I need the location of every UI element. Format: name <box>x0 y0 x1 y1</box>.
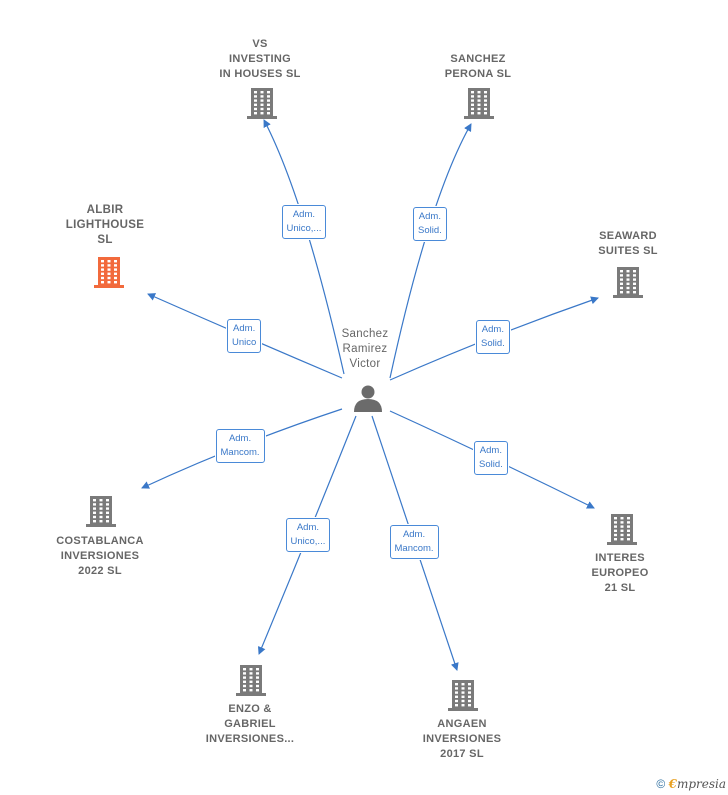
company-name-line: PERONA SL <box>444 68 512 80</box>
role-label-interes[interactable]: Adm. Solid. <box>474 441 508 475</box>
role-label-vs[interactable]: Adm. Unico,... <box>281 205 327 239</box>
company-label-costablanca[interactable]: COSTABLANCA INVERSIONES 2022 SL <box>45 534 155 579</box>
company-label-seaward[interactable]: SEAWARD SUITES SL <box>578 229 678 259</box>
company-name-line: INVERSIONES <box>60 550 140 562</box>
company-name-line: SL <box>97 234 113 246</box>
role-label-angaen[interactable]: Adm. Mancom. <box>389 525 439 559</box>
building-icon-sanchez[interactable] <box>464 88 494 119</box>
copyright-symbol: © <box>656 777 666 791</box>
role-label-albir[interactable]: Adm. Unico <box>227 319 262 353</box>
company-name-line: EUROPEO <box>591 567 649 579</box>
company-name-line: SUITES SL <box>598 245 658 257</box>
building-icon-enzo[interactable] <box>236 665 266 696</box>
company-name-line: INVERSIONES <box>422 733 502 745</box>
company-label-interes[interactable]: INTERES EUROPEO 21 SL <box>575 551 665 596</box>
role-text-line: Adm. <box>418 211 441 222</box>
role-text-line: Solid. <box>479 459 503 470</box>
company-label-angaen[interactable]: ANGAEN INVERSIONES 2017 SL <box>407 717 517 762</box>
role-label-enzo[interactable]: Adm. Unico,... <box>285 518 331 552</box>
role-text-line: Adm. <box>479 445 502 456</box>
brand-logo-text: mpresia <box>676 777 726 791</box>
company-label-albir[interactable]: ALBIR LIGHTHOUSE SL <box>50 203 160 248</box>
company-name-line: GABRIEL <box>224 718 276 730</box>
company-name-line: 2022 SL <box>78 565 122 577</box>
role-text-line: Adm. <box>292 209 316 220</box>
building-icon-vs[interactable] <box>247 88 277 119</box>
person-name-line: Ramirez <box>342 343 388 355</box>
brand-footer: © €mpresia <box>656 777 726 791</box>
building-icon-costablanca[interactable] <box>86 496 116 527</box>
company-label-sanchez[interactable]: SANCHEZ PERONA SL <box>428 52 528 82</box>
company-name-line: 2017 SL <box>440 748 484 760</box>
role-text-line: Adm. <box>296 522 320 533</box>
company-name-line: IN HOUSES SL <box>219 68 301 80</box>
company-name-line: INVERSIONES... <box>205 733 295 745</box>
company-name-line: SANCHEZ <box>450 53 506 65</box>
role-text-line: Solid. <box>418 225 442 236</box>
company-name-line: 21 SL <box>604 582 636 594</box>
role-text-line: Unico <box>232 337 257 348</box>
person-icon[interactable] <box>354 385 382 413</box>
role-label-seaward[interactable]: Adm. Solid. <box>476 320 510 354</box>
building-icon-seaward[interactable] <box>613 267 643 298</box>
company-name-line: ENZO & <box>228 703 272 715</box>
building-icon-interes[interactable] <box>607 514 637 545</box>
role-label-costablanca[interactable]: Adm. Mancom. <box>215 429 265 463</box>
company-name-line: LIGHTHOUSE <box>65 219 145 231</box>
company-label-vs[interactable]: VS INVESTING IN HOUSES SL <box>205 37 315 82</box>
brand-logo-letter: € <box>668 777 677 791</box>
company-name-line: ALBIR <box>86 204 124 216</box>
role-text-line: Adm. <box>481 324 504 335</box>
role-text-line: Unico,... <box>290 536 326 547</box>
person-name-line: Sanchez <box>341 328 389 340</box>
company-name-line: VS <box>252 38 268 50</box>
role-text-line: Adm. <box>233 323 256 334</box>
company-name-line: INVESTING <box>229 53 291 65</box>
building-icon-albir[interactable] <box>94 257 124 288</box>
company-label-enzo[interactable]: ENZO & GABRIEL INVERSIONES... <box>195 702 305 747</box>
role-text-line: Adm. <box>402 529 426 540</box>
company-name-line: SEAWARD <box>599 230 657 242</box>
role-text-line: Unico,... <box>286 223 322 234</box>
relation-edge-sanchez <box>389 123 472 379</box>
role-text-line: Mancom. <box>220 447 260 458</box>
role-text-line: Mancom. <box>394 543 434 554</box>
role-text-line: Adm. <box>228 433 252 444</box>
building-icon-angaen[interactable] <box>448 680 478 711</box>
company-name-line: ANGAEN <box>437 718 487 730</box>
person-name-line: Victor <box>349 358 381 370</box>
person-name[interactable]: Sanchez Ramirez Victor <box>330 327 400 372</box>
role-text-line: Solid. <box>481 338 505 349</box>
company-name-line: COSTABLANCA <box>56 535 144 547</box>
company-name-line: INTERES <box>595 552 645 564</box>
role-label-sanchez[interactable]: Adm. Solid. <box>413 207 447 241</box>
